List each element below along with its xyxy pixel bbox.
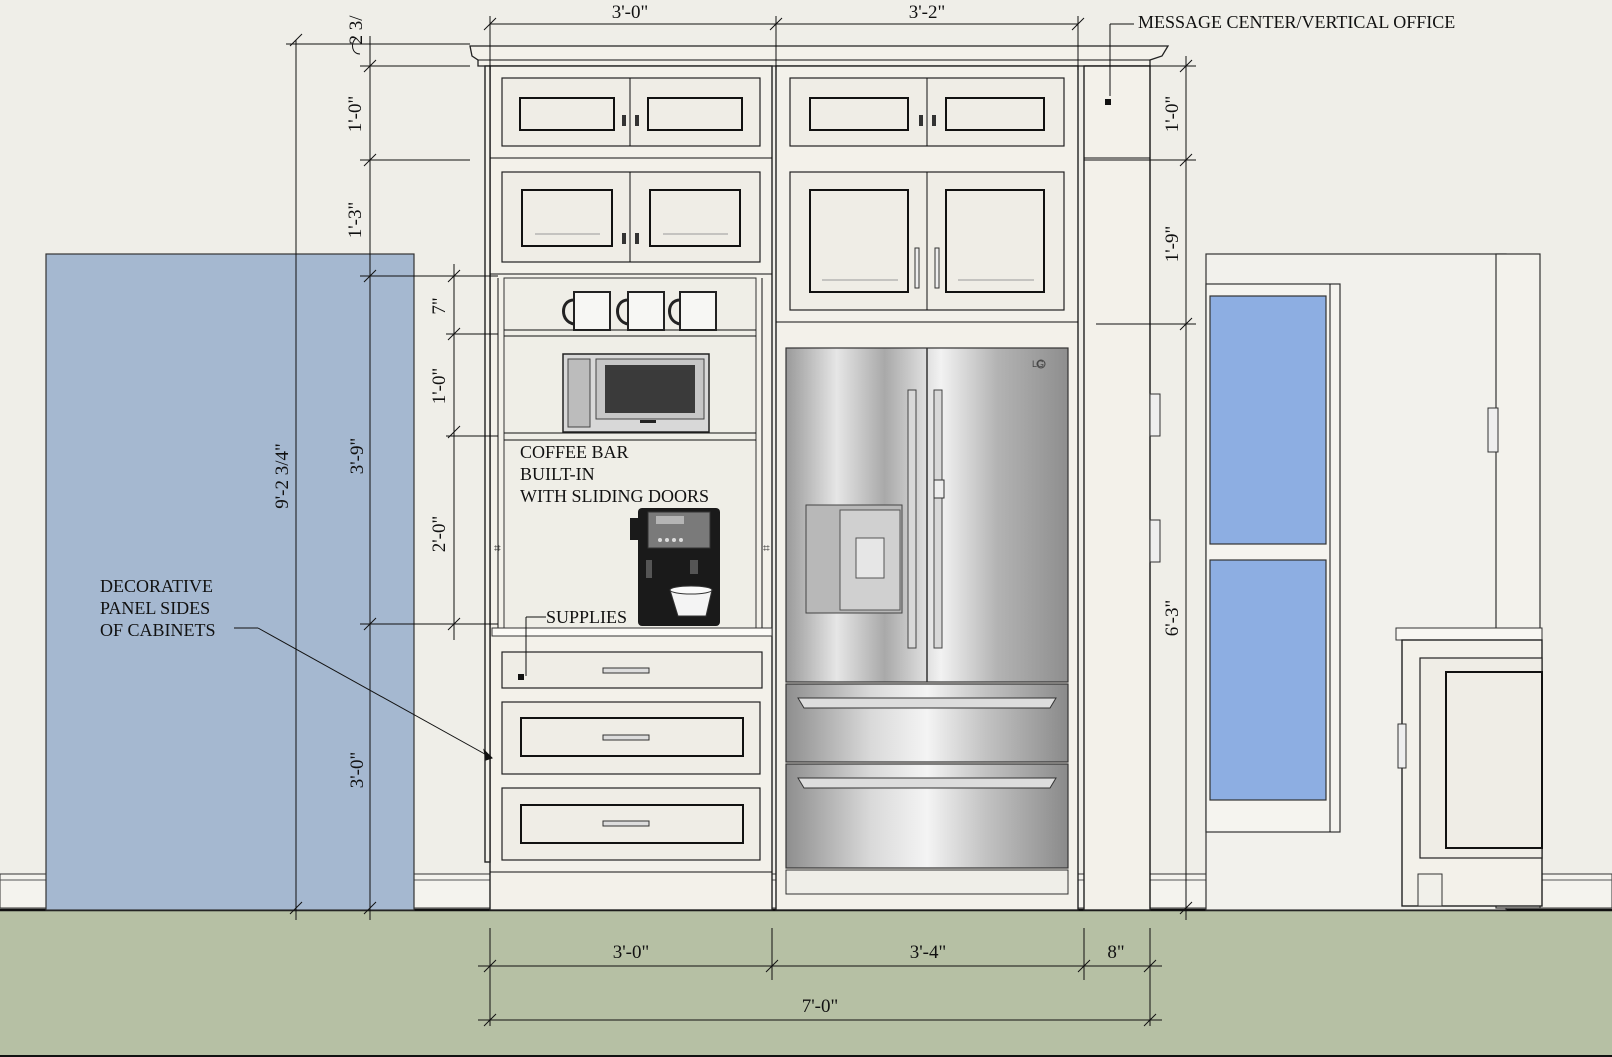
dim-mug-shelf: 7": [429, 297, 450, 314]
dim-mid-left: 1'-3": [345, 202, 366, 239]
svg-text:⌗: ⌗: [763, 541, 770, 555]
dim-microwave-shelf: 1'-0": [429, 368, 450, 405]
note-message-center: MESSAGE CENTER/VERTICAL OFFICE: [1138, 12, 1455, 32]
dim-crown: 2 3/: [346, 15, 367, 45]
decorative-side-panel: [45, 253, 415, 911]
coffee-machine: [630, 508, 720, 626]
refrigerator: LG: [785, 347, 1069, 895]
door: [1149, 253, 1541, 911]
note-decorative-3: OF CABINETS: [100, 620, 216, 640]
fridge-brand: LG: [1032, 359, 1044, 369]
coffee-bar-cabinet: ⌗ ⌗: [484, 65, 773, 911]
dim-bottom-fridge: 3'-4": [910, 942, 947, 963]
dim-top-right: 3'-2": [909, 2, 946, 23]
dim-mid-right: 1'-9": [1162, 226, 1183, 263]
note-coffee-bar-2: BUILT-IN: [520, 464, 595, 484]
note-coffee-bar-3: WITH SLIDING DOORS: [520, 486, 709, 506]
note-supplies: SUPPLIES: [546, 607, 627, 627]
dim-bottom-panel: 8": [1107, 942, 1124, 963]
microwave: [562, 353, 710, 433]
floor: [0, 910, 1612, 1057]
dim-fridge-height: 6'-3": [1162, 600, 1183, 637]
note-decorative-2: PANEL SIDES: [100, 598, 210, 618]
note-coffee-bar-1: COFFEE BAR: [520, 442, 629, 462]
dim-upper-right: 1'-0": [1162, 96, 1183, 133]
dim-bottom-coffee: 3'-0": [613, 942, 650, 963]
svg-text:⌗: ⌗: [494, 541, 501, 555]
dim-base-height: 3'-0": [347, 752, 368, 789]
dim-counter-opening: 2'-0": [429, 516, 450, 553]
dim-overall-height: 9'-2 3/4": [272, 443, 293, 509]
dim-upper-left: 1'-0": [345, 96, 366, 133]
dim-coffee-bar-height: 3'-9": [347, 438, 368, 475]
vertical-office-panel: [1083, 65, 1151, 911]
mugs: [562, 291, 717, 331]
dim-top-left: 3'-0": [612, 2, 649, 23]
dim-bottom-total: 7'-0": [802, 996, 839, 1017]
crown-molding: [469, 45, 1170, 67]
dimension-lines: [234, 16, 1196, 1027]
note-decorative-1: DECORATIVE: [100, 576, 213, 596]
right-base-cabinet: [1395, 627, 1543, 907]
